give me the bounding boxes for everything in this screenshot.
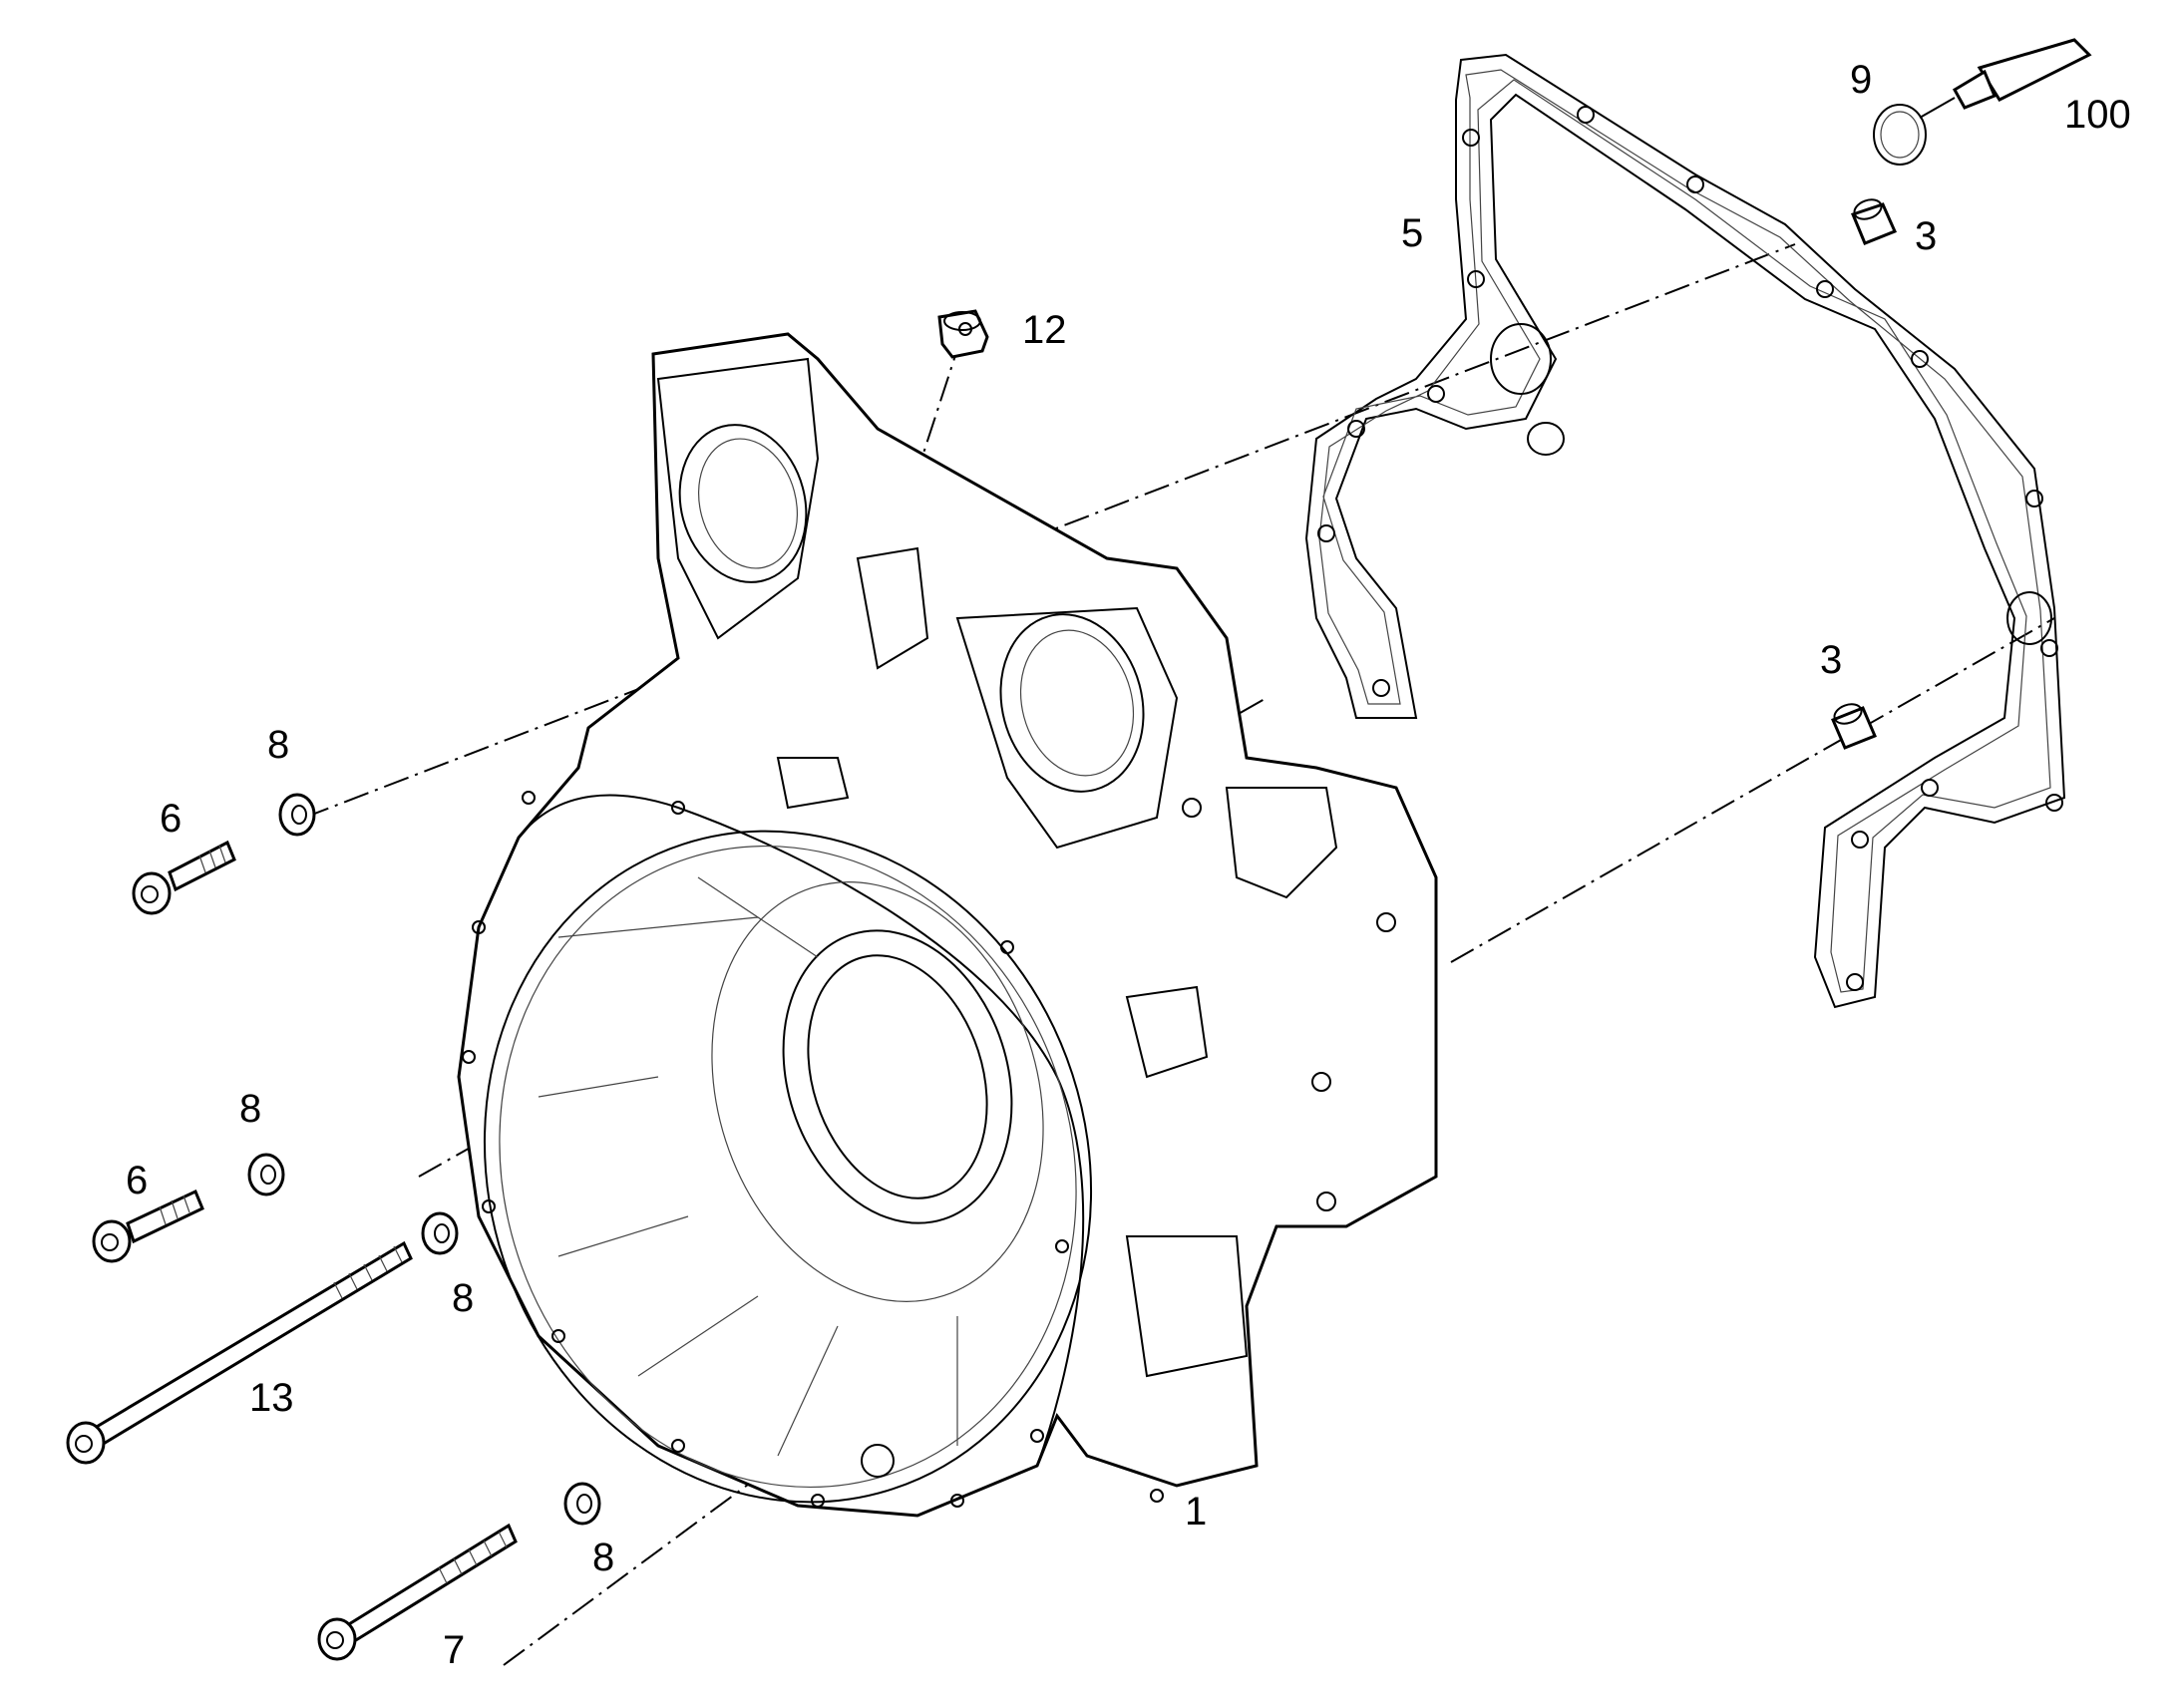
label-part-9: 9 — [1850, 58, 1872, 102]
sealant-tube — [1919, 38, 2092, 119]
gasket-holes — [1317, 106, 2063, 991]
screw-6-upper — [132, 840, 236, 915]
flywheel-housing — [457, 332, 1438, 1518]
screw-7 — [317, 1523, 518, 1661]
gasket — [1304, 53, 2066, 1009]
label-part-5: 5 — [1401, 211, 1423, 255]
plug — [937, 309, 989, 359]
flange-holes — [462, 791, 1396, 1508]
label-part-3-upper: 3 — [1915, 214, 1937, 258]
label-part-1: 1 — [1185, 1490, 1207, 1534]
label-part-6-upper: 6 — [160, 797, 182, 841]
washer-upper — [278, 793, 316, 837]
label-part-13: 13 — [249, 1376, 294, 1420]
label-part-8-middle: 8 — [239, 1087, 261, 1131]
label-part-12: 12 — [1022, 308, 1067, 352]
label-part-8-bottom: 8 — [592, 1536, 614, 1579]
o-ring — [1873, 104, 1927, 166]
washer-lower-left — [421, 1211, 459, 1255]
screw-6-lower — [92, 1189, 204, 1263]
label-part-8-upper: 8 — [267, 723, 289, 767]
sleeve-lower — [1831, 703, 1877, 750]
washer-middle — [247, 1153, 285, 1196]
washer-bottom — [563, 1482, 601, 1526]
screw-13 — [66, 1240, 413, 1465]
label-part-8-lower-left: 8 — [452, 1276, 474, 1320]
label-part-3-lower: 3 — [1820, 638, 1842, 682]
label-part-7: 7 — [443, 1628, 465, 1672]
label-part-6-lower: 6 — [126, 1159, 148, 1202]
part-labels: 1 3 3 5 6 6 7 8 8 8 8 9 12 13 100 — [126, 58, 2131, 1672]
label-part-100: 100 — [2064, 93, 2131, 137]
sleeve-upper — [1850, 198, 1898, 245]
